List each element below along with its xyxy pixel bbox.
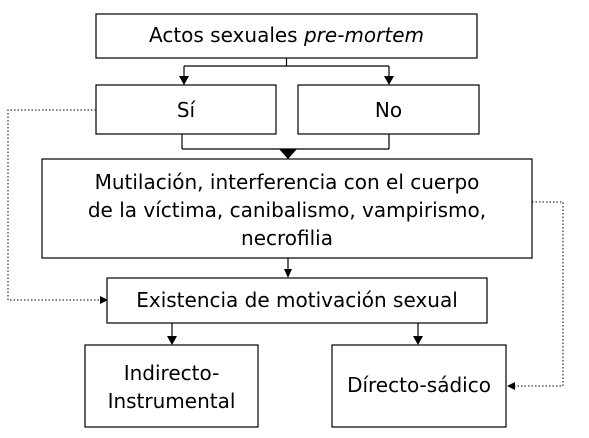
arrowhead-to-yes xyxy=(179,76,189,85)
box-pre-mortem-acts: Actos sexuales pre-mortem xyxy=(95,13,478,59)
box-direct-label: Dírecto-sádico xyxy=(347,373,491,397)
box-mutilation-line1: Mutilación, interferencia con el cuerpo xyxy=(95,170,480,194)
arrowhead-to-motivation xyxy=(284,269,292,278)
box-indirect-line2: Instrumental xyxy=(108,389,236,413)
box-motivation: Existencia de motivación sexual xyxy=(106,277,488,324)
box-no-label: No xyxy=(375,98,402,122)
dotted-connector-middle-to-direct xyxy=(507,201,564,390)
arrowhead-to-direct xyxy=(413,336,423,345)
box-yes-label: Sí xyxy=(177,98,197,122)
box-no: No xyxy=(297,84,480,135)
box-direct-sadistic: Dírecto-sádico xyxy=(331,344,507,428)
arrowhead-dotted-to-direct xyxy=(507,382,515,390)
box-motivation-label: Existencia de motivación sexual xyxy=(136,288,458,312)
connector-merge xyxy=(181,134,390,159)
dotted-connector-yes-to-motivation xyxy=(7,109,108,304)
connector-motivation-split xyxy=(167,323,423,345)
box-pre-mortem-label: Actos sexuales pre-mortem xyxy=(149,23,424,47)
arrowhead-dotted-to-motivation xyxy=(100,296,108,304)
arrowhead-to-no xyxy=(384,76,394,85)
connector-top-split xyxy=(179,58,394,85)
box-mutilation-line3: necrofilia xyxy=(241,226,333,250)
box-mutilation: Mutilación, interferencia con el cuerpo … xyxy=(41,158,533,259)
connector-middle-to-motivation xyxy=(284,258,292,278)
box-indirect-instrumental: Indirecto- Instrumental xyxy=(84,344,259,428)
box-mutilation-line2: de la víctima, canibalismo, vampirismo, xyxy=(88,198,486,222)
arrowhead-to-middle xyxy=(279,149,297,159)
box-yes: Sí xyxy=(95,84,277,135)
box-indirect-line1: Indirecto- xyxy=(124,361,220,385)
arrowhead-to-indirect xyxy=(167,336,177,345)
